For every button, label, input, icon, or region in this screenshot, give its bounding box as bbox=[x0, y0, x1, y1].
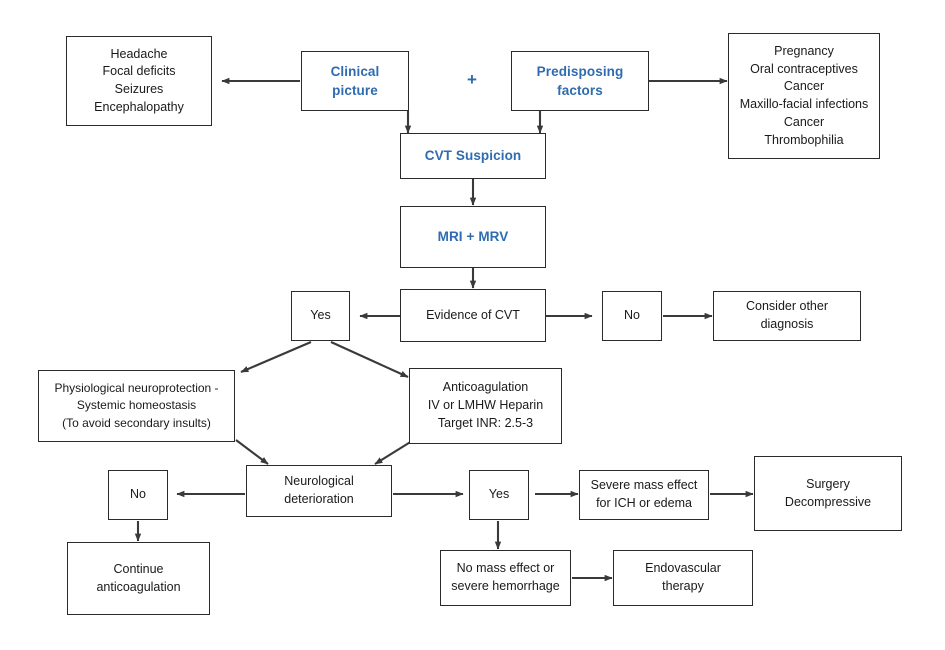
node-deterioration-no: No bbox=[108, 470, 168, 520]
node-mri-mrv: MRI + MRV bbox=[400, 206, 546, 268]
node-cvt-suspicion: CVT Suspicion bbox=[400, 133, 546, 179]
node-neuroprotection: Physiological neuroprotection -Systemic … bbox=[38, 370, 235, 442]
plus-symbol: + bbox=[467, 70, 477, 89]
cvt-suspicion-lines: CVT Suspicion bbox=[424, 148, 522, 164]
evidence-yes-lines: Yes bbox=[310, 308, 331, 323]
evidence-no-lines: No bbox=[624, 308, 640, 323]
node-evidence-yes: Yes bbox=[291, 291, 350, 341]
neuroprotection-lines: Physiological neuroprotection -Systemic … bbox=[54, 381, 219, 430]
node-evidence-of-cvt: Evidence of CVT bbox=[400, 289, 546, 342]
node-evidence-no: No bbox=[602, 291, 662, 341]
deterioration-yes-lines: Yes bbox=[488, 487, 510, 502]
node-deterioration-yes: Yes bbox=[469, 470, 529, 520]
mri-mrv-lines: MRI + MRV bbox=[437, 229, 509, 245]
deterioration-no-lines: No bbox=[130, 487, 146, 502]
evidence-of-cvt-lines: Evidence of CVT bbox=[426, 307, 520, 322]
